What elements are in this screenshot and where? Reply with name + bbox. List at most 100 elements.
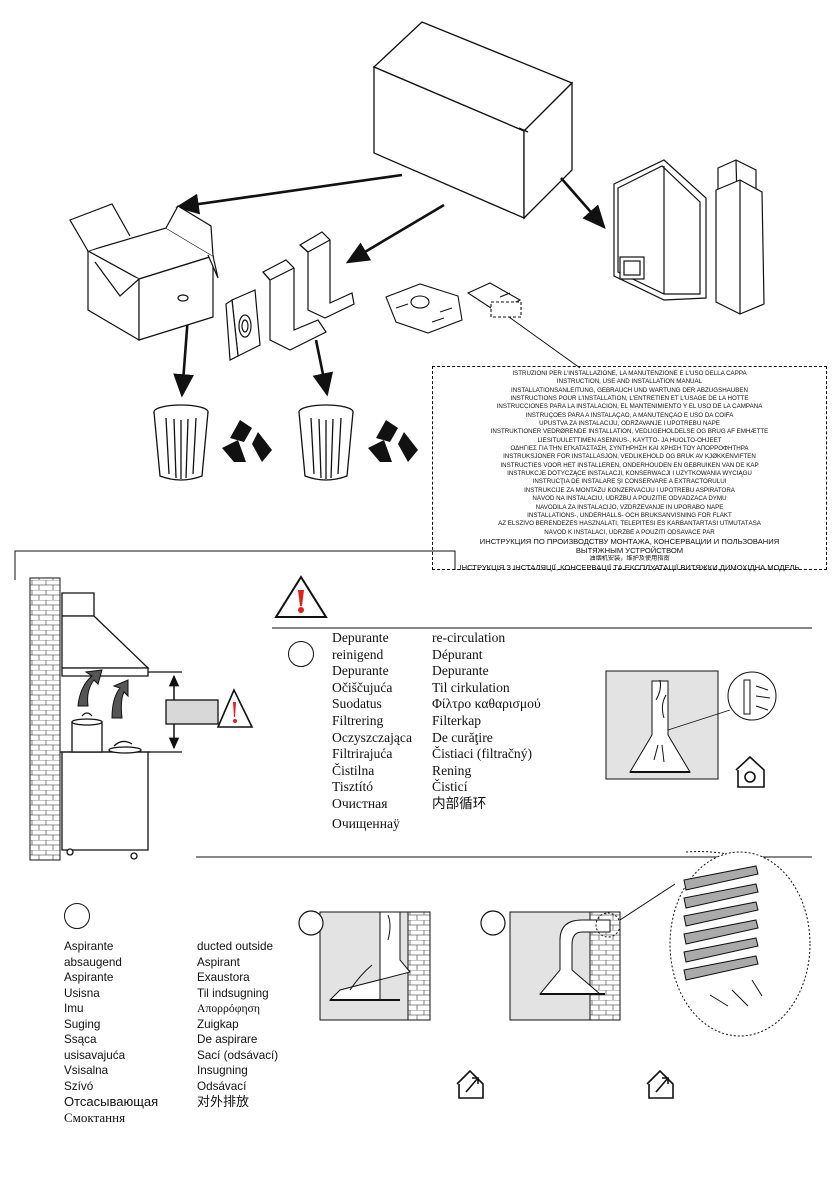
manual-title-ro: INSTRUCŢIA DE INSTALARE ŞI CONSERVARE A … xyxy=(532,478,727,486)
ducted-label: Απορρόφηση xyxy=(197,1002,260,1015)
manual-title-cs: NÁVOD K INSTALACI, ÚDRŽBĚ A POUŽITÍ ODSA… xyxy=(544,528,715,536)
ducted-label: Ssąca xyxy=(64,1033,97,1046)
open-cardboard-box xyxy=(69,203,219,342)
manual-title-sr: INSTRUKCIJE ZA MONTAŽU KONZERVACIJU I UP… xyxy=(524,486,735,494)
ducted-label: Insugning xyxy=(197,1064,248,1077)
manual-title-de: INSTALLATIONSANLEITUNG, GEBRAUCH UND WAR… xyxy=(511,386,748,394)
wall-section xyxy=(29,577,61,861)
manual-title-fr: INSTRUCTIONS POUR L'INSTALLATION, L'ENTR… xyxy=(510,395,749,403)
louvre-vent-callout xyxy=(669,851,811,1037)
ducted-label: Suging xyxy=(64,1017,101,1031)
ducted-house-icon-1 xyxy=(456,1069,484,1099)
ducted-label: Отсасывающая xyxy=(64,1094,159,1109)
manual-title-da: INSTRUKTIONER VEDRØRENDE INSTALLATION, V… xyxy=(490,428,769,436)
accessories-bag xyxy=(385,283,463,334)
ducted-label: Sací (odsávací) xyxy=(197,1048,279,1062)
instruction-manual-card: ISTRUZIONI PER L'INSTALLAZIONE, LA MANUT… xyxy=(432,366,827,573)
ducted-labels-col2: ducted outside Aspirant Exaustora Til in… xyxy=(197,939,278,1110)
ducted-label: Aspirante xyxy=(64,971,114,984)
recirculation-label: Очистная xyxy=(332,795,388,811)
recirculation-label: 内部循环 xyxy=(432,795,487,811)
manual-title-en: INSTRUCTION, USE AND INSTALLATION MANUAL xyxy=(556,378,703,386)
recirculation-label: Очищеннаÿ xyxy=(332,815,400,831)
manual-title-zh: 油烟机安装，维护及使用指南 xyxy=(589,554,670,562)
recirculation-label: Čistiaci (filtračný) xyxy=(432,746,533,762)
recycle-icon-1 xyxy=(222,420,272,462)
recirculation-label: Suodatus xyxy=(332,696,382,712)
ducted-labels-col1: Aspirante absaugend Aspirante Usisna Imu… xyxy=(64,939,158,1125)
manual-title-it: ISTRUZIONI PER L'INSTALLAZIONE, LA MANUT… xyxy=(512,370,747,377)
recirculation-diagram xyxy=(605,670,777,780)
ducted-diagram-2 xyxy=(509,911,621,1021)
ducted-label: Aspirant xyxy=(197,955,240,969)
warning-icon-small xyxy=(216,688,254,728)
recirculation-label: Depurante xyxy=(432,663,489,679)
recirculation-label: Til cirkulation xyxy=(432,679,510,695)
recirculation-labels-col2: re-circulation Dépurant Depurante Til ci… xyxy=(432,630,541,813)
manual-title-uk: ІНСТРУКЦІЯ З ІНСТАЛЯЦІЇ, КОНСЕРВАЦІЇ ТА … xyxy=(459,563,800,573)
hood-chimney xyxy=(715,159,765,315)
ducted-label: Usisna xyxy=(64,986,100,1000)
ducted-diagram-1 xyxy=(319,911,431,1021)
recirculation-label: reinigend xyxy=(332,646,384,662)
recirculation-label: Rening xyxy=(432,762,472,778)
ducted-label: usisavajuća xyxy=(64,1048,126,1062)
recirculation-label: Očiščujuća xyxy=(332,679,393,695)
recirculation-label: Oczyszczająca xyxy=(332,729,412,745)
trash-bin-2 xyxy=(298,404,354,481)
recirculation-label: Filtrering xyxy=(332,712,384,728)
recirculation-label: Čistilna xyxy=(332,762,375,778)
manual-title-ru-1: ИНСТРУКЦИЯ ПО ПРОИЗВОДСТВУ МОНТАЖА, КОНС… xyxy=(479,536,780,546)
cooktop-unit xyxy=(60,712,150,860)
ducted-label: Odsávací xyxy=(197,1079,247,1093)
ducted-label: 对外排放 xyxy=(197,1094,250,1109)
manual-title-es: INSTRUCCIONES PARA LA INSTALACIÓN, EL MA… xyxy=(496,403,763,411)
airflow-arrows xyxy=(77,669,129,719)
manual-title-pl: INSTRUKCJE DOTYCZĄCE INSTALACJI, KONSERW… xyxy=(507,470,752,478)
manual-title-ru-2: ВЫТЯЖНЫМ УСТРОЙСТВОМ xyxy=(575,545,684,555)
manual-title-sl: NAVODILA ZA INSTALACIJO, VZDRŽEVANJE IN … xyxy=(535,503,724,511)
ducted-label: Zuigkap xyxy=(197,1017,239,1031)
unpack-arrows xyxy=(173,173,606,398)
manual-title-sv: INSTALLATIONS-, UNDERHÅLLS- OCH BRUKSANV… xyxy=(527,511,732,519)
ducted-label: Imu xyxy=(64,1002,84,1015)
recirculation-label: Dépurant xyxy=(432,646,483,662)
ducted-option-marker xyxy=(64,903,90,929)
ducted-label: De aspirare xyxy=(197,1033,258,1046)
hood-canopy xyxy=(613,159,707,301)
recirculation-label: De curăţire xyxy=(432,729,493,745)
distance-marker xyxy=(148,671,219,753)
wall-hood xyxy=(61,592,150,677)
manual-title-hr: UPUSTVA ZA INSTALACIJU, ODRŽAVANJE I UPO… xyxy=(539,420,720,428)
manual-title-pt: INSTRUÇÕES PARA A INSTALAÇÃO, A MANUTENÇ… xyxy=(525,411,734,419)
ducted-label: Til indsugning xyxy=(197,986,269,1000)
manual-title-no: INSTRUKSJONER FOR INSTALLASJON, VEDLIKEH… xyxy=(503,453,756,461)
recirculation-label: Čisticí xyxy=(432,779,468,795)
recirculation-labels-col1: Depurante reinigend Depurante Očiščujuća… xyxy=(332,630,412,832)
manual-title-hu: AZ ELSZÍVÓ BERENDEZÉS HASZNÁLATI, TELEPÍ… xyxy=(498,520,761,528)
ducted-house-icon-2 xyxy=(646,1069,674,1099)
manual-title-nl: INSTRUCTIES VOOR HET INSTALLEREN, ONDERH… xyxy=(500,461,759,469)
ducted-label: Vsisalna xyxy=(64,1064,109,1077)
shipping-carton xyxy=(372,21,574,220)
ducted-label: Aspirante xyxy=(64,940,114,953)
recirculation-label: Filtrirajuća xyxy=(332,746,393,762)
polystyrene-packing xyxy=(225,231,355,361)
ducted-label: Szívó xyxy=(64,1079,94,1093)
recirculation-label: Depurante xyxy=(332,663,389,679)
ducted-option-1-marker xyxy=(298,910,324,936)
recirculation-label: Φίλτρο καθαρισμού xyxy=(432,696,541,712)
ducted-label: Exaustora xyxy=(197,971,250,984)
recirculation-option-marker xyxy=(288,641,314,667)
trash-bin-1 xyxy=(153,404,209,481)
ducted-label: absaugend xyxy=(64,955,122,969)
recirculation-label: Tisztító xyxy=(332,779,374,795)
recycle-icon-2 xyxy=(368,420,418,462)
manual-title-sk: NÁVOD NA INŠTALÁCIU, ÚDRŽBU A POUŽITIE O… xyxy=(532,495,727,503)
recirculation-label: Filterkap xyxy=(432,712,482,728)
manual-title-el: ΟΔΗΓΙΕΣ ΓΙΑ ΤΗΝ ΕΓΚΑΤΑΣΤΑΣΗ, ΣΥΝΤΗΡΗΣΗ Κ… xyxy=(510,445,749,453)
recirculation-house-icon xyxy=(735,755,765,788)
recirculation-label: re-circulation xyxy=(432,630,506,645)
connector-line xyxy=(14,550,456,580)
